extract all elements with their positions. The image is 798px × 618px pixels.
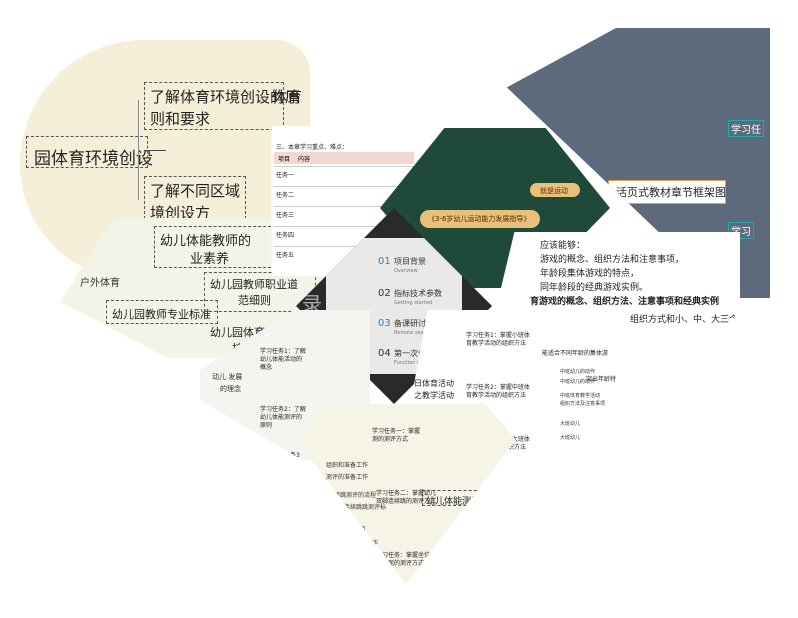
fitness-task-3a: 学习任务：掌握坐位 <box>376 552 431 559</box>
side-node-bg <box>530 183 580 197</box>
root-node: 园体育环境创设 <box>34 149 153 169</box>
slide-num-4: 04 <box>378 348 391 359</box>
node-qualities-line2: 业素养 <box>190 252 230 267</box>
fitness-node-1: 组织和准备工作 <box>326 462 369 469</box>
slide-sub-2: Getting started <box>394 300 433 306</box>
col-content: 内容 <box>298 156 311 163</box>
table-row-line <box>274 206 414 207</box>
node-standard-box <box>106 300 218 324</box>
table-row: 任务一 <box>276 172 295 179</box>
table-row-line <box>274 186 414 187</box>
center-node-bg <box>420 210 540 228</box>
sub-3: 中班幼儿的动作 <box>560 379 596 385</box>
fitness-task-3b: 体前屈的测评方式 <box>376 560 425 567</box>
doc-line-5: 集体体育游戏的概念、组织方式和小、中、大三个 <box>540 315 739 325</box>
table-heading: 三、本章学习重点、难点： <box>276 144 349 151</box>
table-row: 任务五 <box>276 252 295 259</box>
slide-sub-4: Function review <box>394 360 434 366</box>
side-node: 就是运动 <box>540 187 568 195</box>
sub-6: 突出年龄特 <box>586 376 617 383</box>
connector <box>146 150 166 151</box>
doc-heading: 育游戏的概念、组织方法、注意事项和经典实例 <box>530 297 720 307</box>
node-areas: 了解不同区域 <box>150 182 241 200</box>
task-2b: 育教学活动的组织方法 <box>466 392 527 399</box>
node-standard: 幼儿园教师专业标准 <box>112 308 211 321</box>
sub-8: 大班幼儿 <box>560 435 581 441</box>
slide-num-1: 01 <box>378 256 391 267</box>
table-row: 任务二 <box>276 192 295 199</box>
task-1b: 育教学活动的组织方法 <box>466 340 527 347</box>
title-node: 活页式教材章节框架图 <box>616 186 726 199</box>
slide-item-2: 指标技术参数 <box>394 289 442 298</box>
table-row: 任务三 <box>276 212 295 219</box>
node-areas-box <box>144 176 246 224</box>
col-project: 项目 <box>278 156 291 163</box>
task-b-3: 原则 <box>260 422 273 429</box>
table-row-line <box>274 166 414 167</box>
task-a-2: 幼儿体能活动的 <box>260 356 303 363</box>
tile-fitness-test: 幼儿体能测评 学习任务一：掌握 测的测评方式 学习任务二：掌握幼儿 双脚连续跳的… <box>296 404 516 584</box>
node-areas-line2: 境创设方 <box>150 204 211 222</box>
doc-line-3: 年龄段集体游戏的特点， <box>540 269 640 279</box>
table-row-line <box>274 246 414 247</box>
node-principles: 了解体育环境创设的原 <box>150 88 301 106</box>
doc-line-4: 同年龄段的经典游戏实例。 <box>540 283 649 293</box>
fitness-node-3: 跳连续跳测评的流程 <box>322 492 377 499</box>
slide-num-2: 02 <box>378 288 391 299</box>
table-header-row <box>274 152 414 164</box>
node-sport: 体育 <box>272 88 303 106</box>
sub-7: 大班幼儿 <box>560 421 581 427</box>
fitness-node-6: 组织和准备工作 <box>336 540 379 547</box>
node-qualities: 幼儿体能教师的 <box>160 234 252 249</box>
task-b-2: 幼儿体能测评的 <box>260 414 303 421</box>
node-principles-box <box>144 82 284 130</box>
root-1: 日体育活动 <box>414 379 454 388</box>
task-a-1: 学习任务1：了解 <box>260 348 306 355</box>
fitness-node-4: 不同年龄连续跳跳测评标 <box>320 504 387 511</box>
fitness-task-1b: 测的测评方式 <box>372 436 409 443</box>
root-node-box <box>26 136 148 168</box>
task-2a: 学习任务2：掌握中班体 <box>466 384 530 391</box>
doc-line-1: 应该能够： <box>540 241 586 251</box>
sub-2: 中班幼儿的动作 <box>560 369 596 375</box>
slide-item-3: 备课研讨要求 <box>394 319 442 328</box>
task-node-2: 学习 <box>728 222 754 239</box>
table-row-line <box>274 226 414 227</box>
node-qualities-box <box>154 226 276 268</box>
sub-5: 组织方法及注意事项 <box>560 401 606 407</box>
center-node: 《3-6岁幼儿运动能力发展指导》 <box>428 215 531 223</box>
task-b-1: 学习任务2：了解 <box>260 406 306 413</box>
root-2: 之教学活动 <box>414 391 454 400</box>
left-label-2: 的理念 <box>220 385 241 393</box>
task-1a: 学习任务1：掌握小班体 <box>466 332 530 339</box>
fitness-root: 幼儿体能测评 <box>426 497 481 507</box>
outdoor-text: 户外体育 <box>80 278 120 289</box>
fitness-node-2: 测评的准备工作 <box>326 474 369 481</box>
fitness-node-7: 测评的流程 <box>342 568 373 575</box>
task-c: 学习任务3 <box>272 452 300 459</box>
fitness-node-5: 测评的要点 <box>336 526 367 533</box>
tag-2: 2. <box>496 108 505 118</box>
slide-num-3: 03 <box>378 318 391 329</box>
slide-sub-1: Overview <box>394 268 418 274</box>
node-ethics: 幼儿园教师职业道 <box>210 278 298 291</box>
task-node-1: 学习任 <box>728 120 764 137</box>
node-ethics-line2: 范细则 <box>238 294 271 307</box>
fitness-task-2a: 学习任务二：掌握幼儿 <box>376 490 437 497</box>
node-principles-line2: 则和要求 <box>150 110 211 128</box>
slide-sub-3: Remote session <box>394 330 434 336</box>
slide-item-1: 项目背景 <box>394 257 426 266</box>
task-a-3: 概念 <box>260 364 273 371</box>
doc-line-2: 游戏的概念、组织方法和注意事项， <box>540 255 685 265</box>
connector <box>138 100 139 200</box>
title-node-bg <box>608 180 726 204</box>
table-row: 任务四 <box>276 232 295 239</box>
sub-4: 中班体育教学活动 <box>560 393 601 399</box>
fitness-task-2b: 双脚连续跳的测评方式 <box>376 498 437 505</box>
sub-1: 能适合不同年龄的集体游 <box>542 350 609 357</box>
fitness-task-1a: 学习任务一：掌握 <box>372 428 421 435</box>
left-label-1: 动儿 发展 <box>212 373 243 381</box>
